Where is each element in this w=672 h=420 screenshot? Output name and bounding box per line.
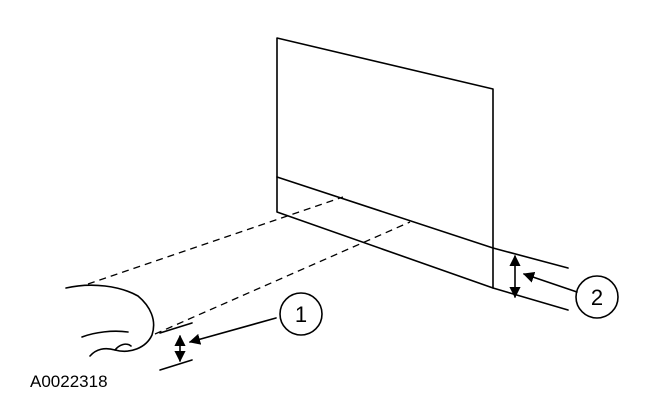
callout-1-label: 1 <box>295 302 307 327</box>
leader-arrow-2 <box>522 271 578 293</box>
panel-dimension <box>492 247 569 311</box>
callout-2-label: 2 <box>591 285 603 310</box>
figure-id: A0022318 <box>30 372 108 391</box>
eye-dimension <box>159 322 193 371</box>
sight-lines <box>87 196 411 335</box>
callout-2: 2 <box>575 275 619 319</box>
callout-1: 1 <box>279 292 323 336</box>
observer-head <box>65 284 155 357</box>
panel <box>276 37 494 289</box>
leader-arrow-1 <box>188 317 277 345</box>
